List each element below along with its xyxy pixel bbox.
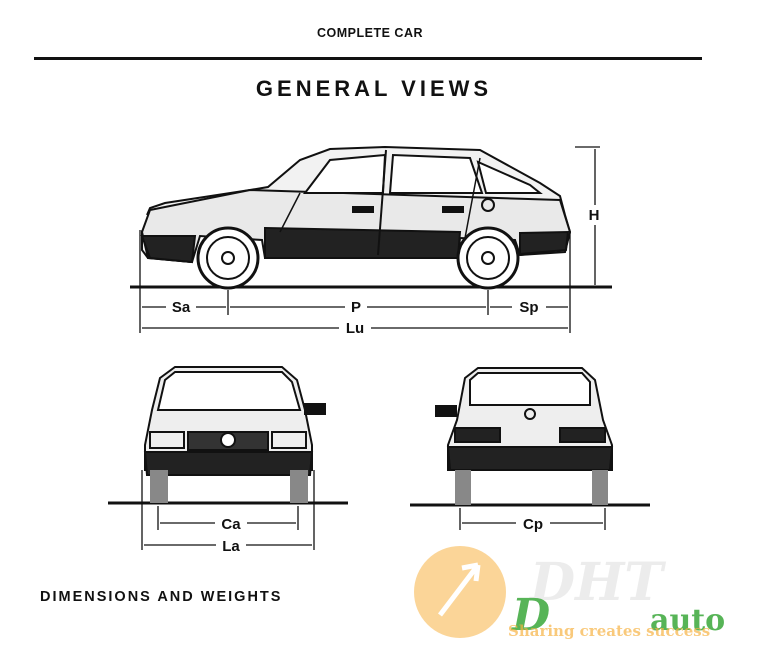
dim-label-cp: Cp bbox=[523, 516, 543, 533]
svg-text:DHT: DHT bbox=[528, 552, 666, 613]
dim-label-ca: Ca bbox=[221, 516, 241, 533]
dim-label-sa: Sa bbox=[172, 299, 191, 316]
svg-text:Sharing creates success: Sharing creates success bbox=[508, 622, 710, 640]
front-wheel bbox=[196, 226, 260, 290]
car-front-view bbox=[108, 366, 348, 505]
dim-label-p: P bbox=[351, 299, 361, 316]
dim-label-lu: Lu bbox=[346, 320, 364, 337]
section-heading: DIMENSIONS AND WEIGHTS bbox=[40, 589, 283, 605]
svg-text:D: D bbox=[510, 590, 550, 641]
page-title: GENERAL VIEWS bbox=[255, 76, 493, 101]
car-side-view bbox=[130, 145, 612, 290]
rear-wheel bbox=[456, 226, 520, 290]
header-rule bbox=[34, 57, 702, 60]
car-rear-view bbox=[410, 367, 650, 507]
svg-text:auto: auto bbox=[650, 603, 725, 638]
watermark-logo: DHT D auto Sharing creates success bbox=[414, 546, 725, 641]
dim-label-h: H bbox=[589, 207, 600, 224]
dim-label-la: La bbox=[222, 538, 240, 555]
page-header: COMPLETE CAR bbox=[317, 26, 423, 40]
dim-label-sp: Sp bbox=[519, 299, 538, 316]
